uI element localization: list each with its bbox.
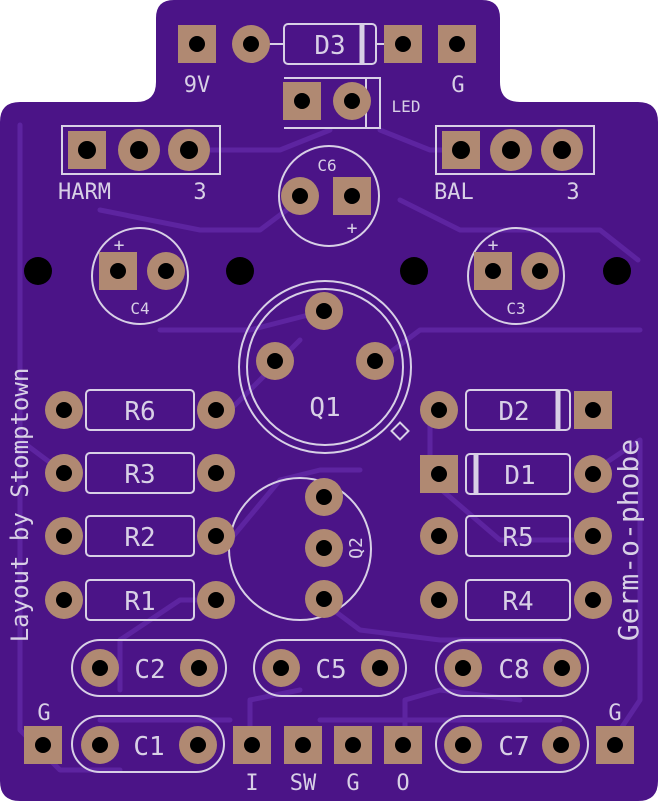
label-g-right: G (608, 701, 621, 726)
label-harm: HARM (58, 180, 111, 205)
r1-body (85, 579, 195, 621)
d2-body (465, 389, 571, 431)
label-g-left: G (37, 701, 50, 726)
label-harm-3: 3 (193, 180, 206, 205)
r6-body (85, 389, 195, 431)
label-pin-g: G (346, 771, 359, 796)
label-c3: C3 (506, 299, 525, 318)
label-c2: C2 (134, 655, 165, 685)
label-c4-plus: + (114, 235, 125, 256)
label-pin-o: O (396, 771, 409, 796)
board-title: Germ-o-phobe (612, 439, 645, 641)
c1-outline (71, 715, 225, 773)
mounting-holes (24, 257, 631, 285)
silkscreen (61, 23, 595, 773)
mounting-hole (400, 257, 428, 285)
label-c6-plus: + (347, 218, 358, 239)
label-c3-plus: + (488, 235, 499, 256)
label-9v: 9V (184, 73, 211, 98)
label-d2: D2 (498, 397, 529, 427)
pads (24, 25, 634, 764)
label-c6: C6 (317, 156, 336, 175)
label-d3: D3 (314, 31, 345, 61)
r2-body (85, 515, 195, 557)
label-pin-sw: SW (290, 771, 317, 796)
label-g-top: G (451, 73, 464, 98)
silkscreen-labels: D3 9V G LED HARM 3 BAL 3 C6 + + C4 + C3 … (6, 31, 645, 796)
c4-outline (91, 227, 189, 325)
label-bal: BAL (434, 180, 474, 205)
label-r3: R3 (124, 460, 155, 490)
label-q1: Q1 (309, 393, 340, 423)
label-c7: C7 (498, 732, 529, 762)
label-pin-i: I (245, 771, 258, 796)
label-q2: Q2 (346, 537, 367, 559)
harm-header (61, 125, 221, 175)
r4-body (465, 579, 571, 621)
r3-body (85, 452, 195, 494)
mounting-hole (603, 257, 631, 285)
c3-outline (467, 227, 565, 325)
label-d1: D1 (504, 461, 535, 491)
c2-outline (71, 639, 227, 697)
bal-header (435, 125, 595, 175)
c6-outline (278, 145, 380, 247)
label-c4: C4 (130, 299, 149, 318)
q1-outline (238, 280, 412, 454)
label-r4: R4 (502, 587, 533, 617)
label-c1: C1 (133, 732, 164, 762)
label-r2: R2 (124, 523, 155, 553)
label-bal-3: 3 (566, 180, 579, 205)
label-r6: R6 (124, 397, 155, 427)
d1-body (465, 453, 571, 495)
label-c8: C8 (498, 655, 529, 685)
mounting-hole (24, 257, 52, 285)
c8-outline (435, 639, 589, 697)
r5-body (465, 515, 571, 557)
credit-text: Layout by Stomptown (6, 368, 34, 643)
c5-outline (253, 639, 407, 697)
led-outline (284, 77, 381, 129)
label-r1: R1 (124, 587, 155, 617)
c7-outline (435, 715, 589, 773)
mounting-hole (226, 257, 254, 285)
label-led: LED (392, 97, 421, 116)
label-r5: R5 (502, 523, 533, 553)
label-c5: C5 (315, 655, 346, 685)
